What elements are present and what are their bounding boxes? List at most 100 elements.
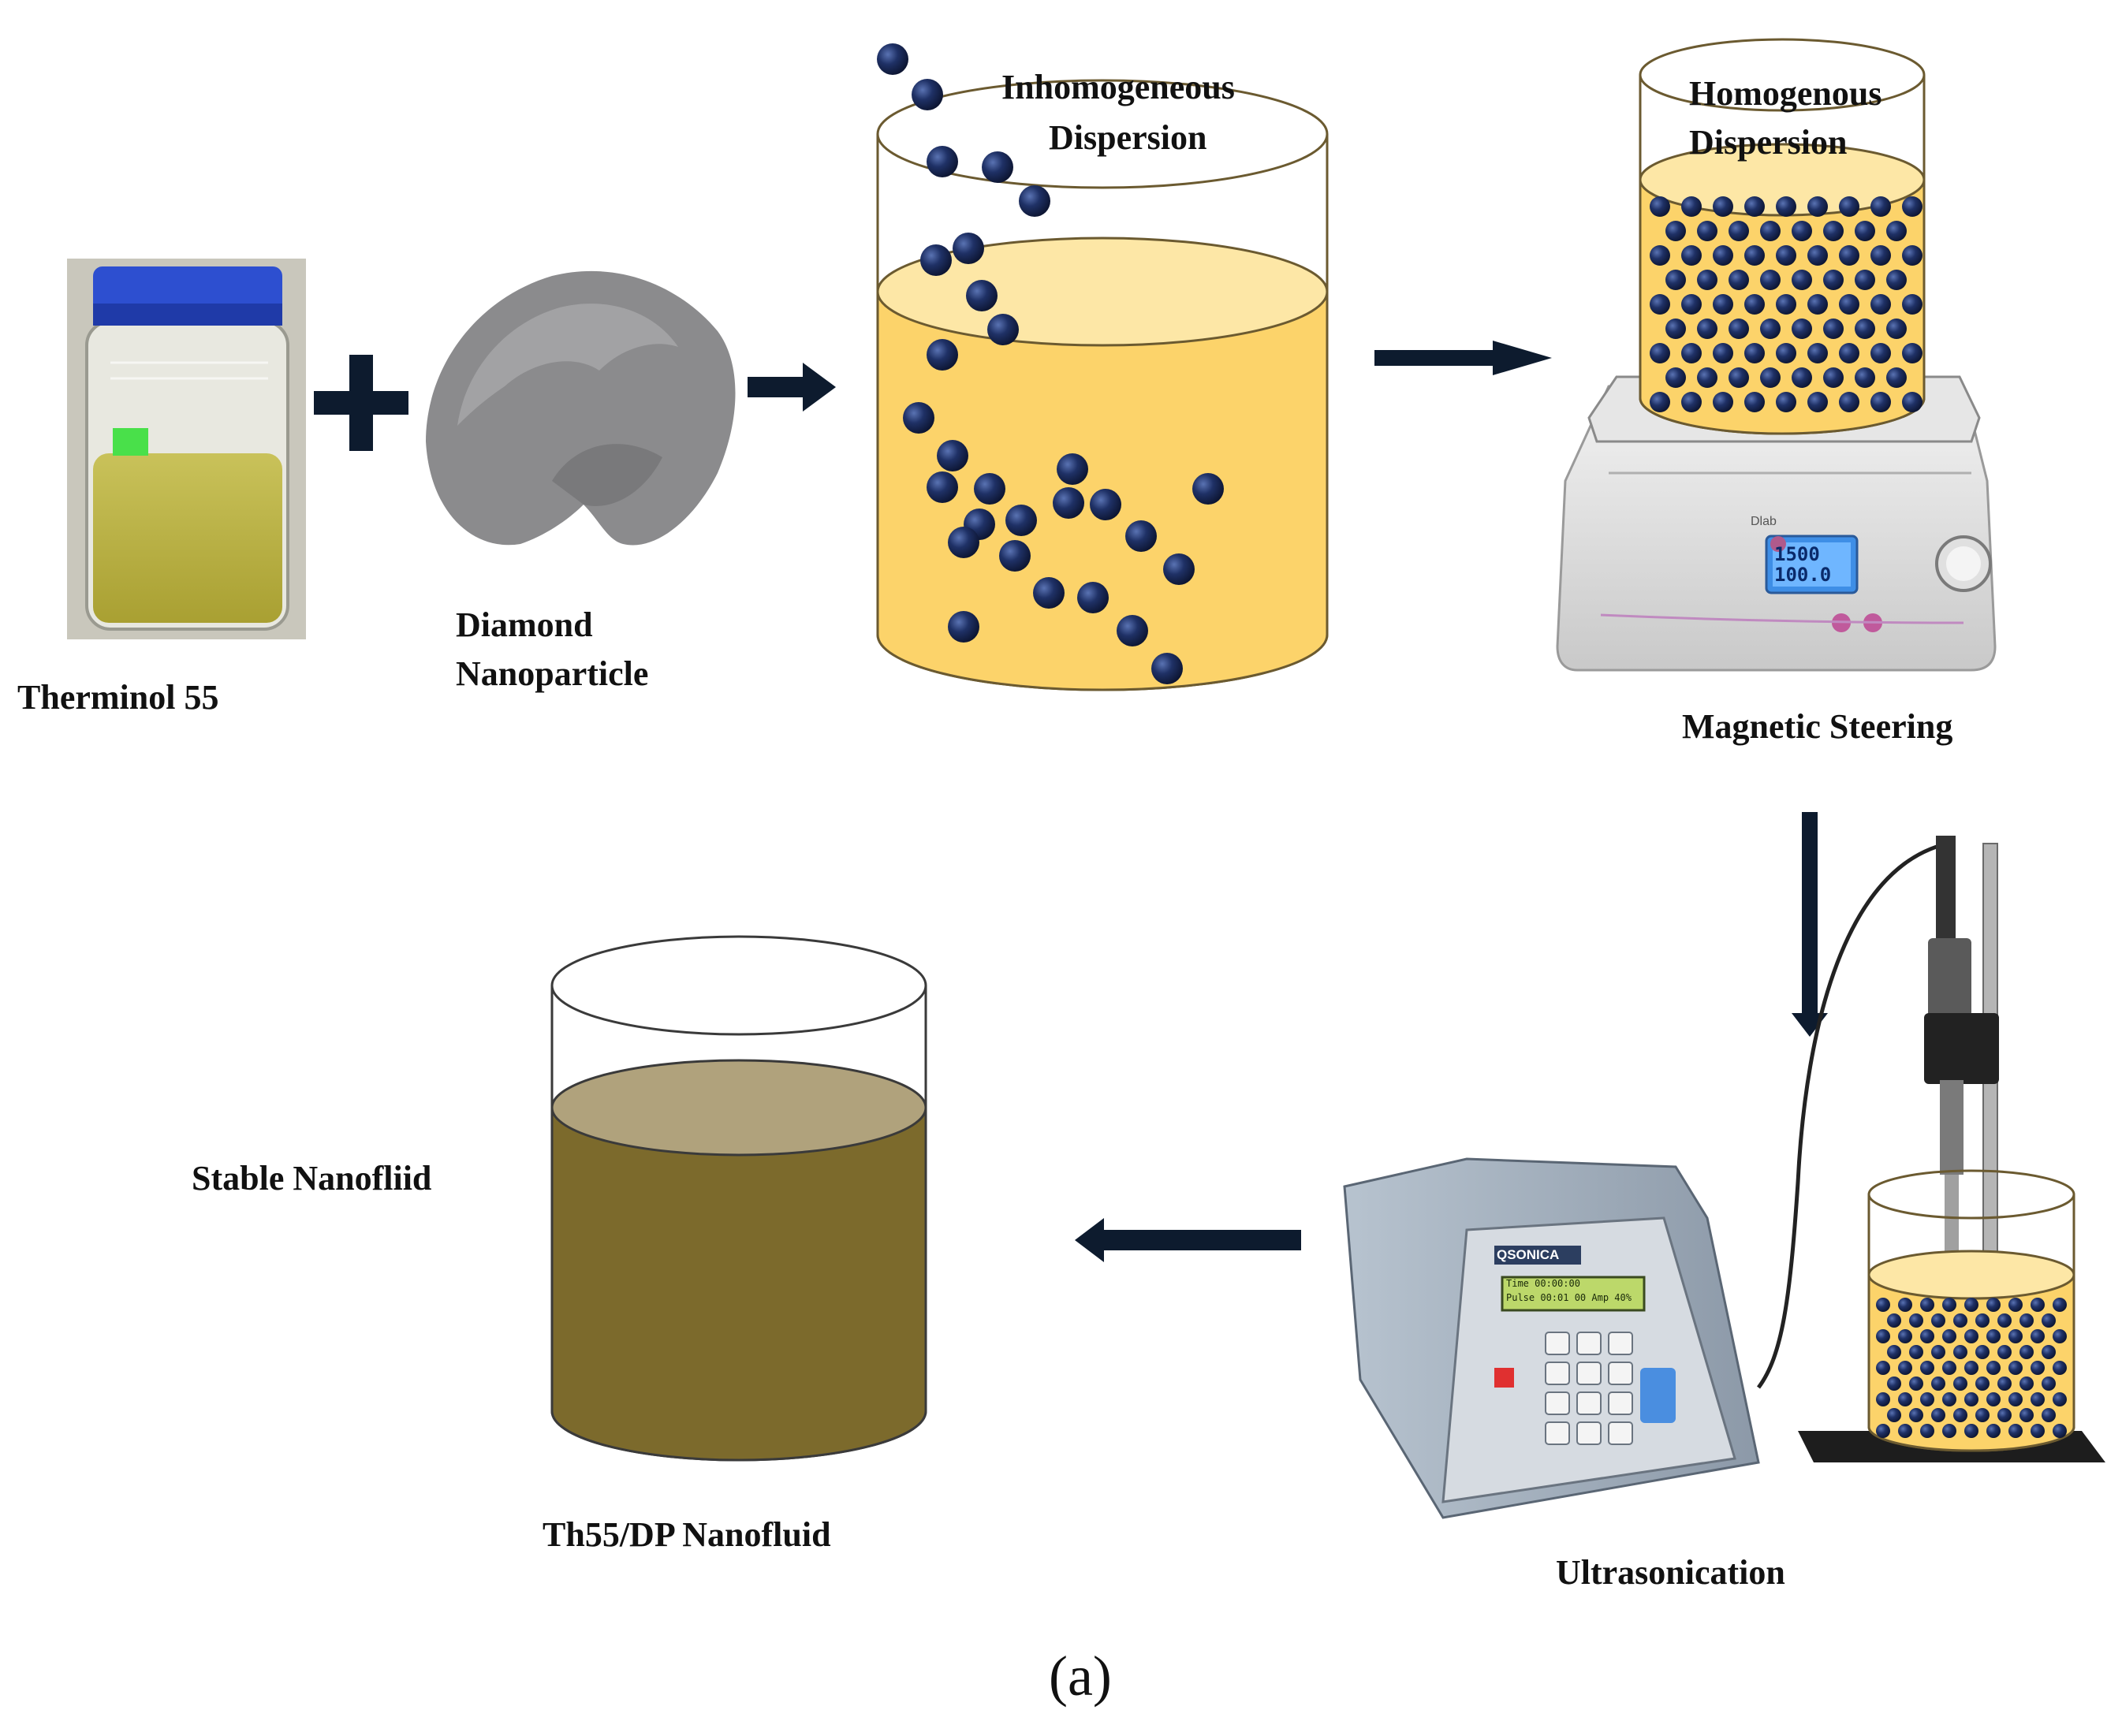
particle	[1870, 245, 1891, 266]
particle	[1090, 489, 1121, 520]
particle	[974, 473, 1005, 505]
particle	[2042, 1345, 2056, 1359]
label-stable-nanofluid: Stable Nanofliid	[192, 1159, 432, 1198]
particle	[1019, 185, 1050, 217]
particle	[1942, 1298, 1956, 1312]
particle	[1997, 1345, 2012, 1359]
sonicator-brand: QSONICA	[1497, 1247, 1560, 1262]
particle	[1823, 319, 1844, 339]
particle	[1920, 1329, 1934, 1343]
keypad-key	[1545, 1362, 1570, 1385]
particle	[1953, 1345, 1967, 1359]
particle	[982, 151, 1013, 183]
arrow-to-nanofluid	[1075, 1218, 1301, 1262]
particle	[927, 471, 958, 503]
particle	[1986, 1361, 2001, 1375]
particle	[1807, 245, 1828, 266]
particle	[1807, 392, 1828, 412]
plus-icon	[314, 355, 408, 451]
particle	[1887, 1408, 1901, 1422]
particle	[903, 402, 934, 434]
particle	[2031, 1329, 2045, 1343]
particle	[1902, 343, 1922, 363]
particle	[1975, 1313, 1990, 1328]
label-diamond-line1: Diamond	[456, 605, 593, 644]
sonicator-screen-line1: Time 00:00:00	[1506, 1278, 1580, 1289]
particle	[1855, 270, 1875, 290]
particle	[1920, 1298, 1934, 1312]
particle	[2053, 1298, 2067, 1312]
arrow-to-inhomogeneous	[748, 363, 836, 412]
particle	[1125, 520, 1157, 552]
particle	[1760, 270, 1781, 290]
label-homogenous-line2: Dispersion	[1689, 123, 1848, 162]
particle	[1823, 270, 1844, 290]
particle	[1898, 1361, 1912, 1375]
particle	[1975, 1408, 1990, 1422]
particle	[1876, 1392, 1890, 1406]
particle	[1920, 1392, 1934, 1406]
magnetic-stirrer	[1556, 375, 1997, 672]
particle	[2053, 1392, 2067, 1406]
particle	[1870, 196, 1891, 217]
particle	[1823, 367, 1844, 388]
particle	[2053, 1329, 2067, 1343]
particle	[1909, 1345, 1923, 1359]
particle	[1887, 1313, 1901, 1328]
label-therminol: Therminol 55	[17, 678, 219, 717]
particle	[1729, 221, 1749, 241]
particle	[2042, 1313, 2056, 1328]
particle	[920, 244, 952, 276]
label-product: Th55/DP Nanofluid	[543, 1515, 831, 1554]
particle	[1776, 343, 1796, 363]
particle	[1713, 343, 1733, 363]
particle	[1650, 245, 1670, 266]
particle	[948, 611, 979, 643]
particle	[1776, 294, 1796, 315]
particle	[927, 146, 958, 177]
particle	[1953, 1377, 1967, 1391]
label-inhomogeneous-line2: Dispersion	[1049, 118, 1207, 157]
particle	[1886, 270, 1907, 290]
particle	[1117, 615, 1148, 646]
particle	[1792, 221, 1812, 241]
particle	[1876, 1361, 1890, 1375]
particle	[1986, 1424, 2001, 1438]
sonicator-screen-line2: Pulse 00:01 00 Amp 40%	[1506, 1292, 1632, 1303]
keypad-key	[1576, 1362, 1602, 1385]
particle	[2031, 1424, 2045, 1438]
particle	[1776, 245, 1796, 266]
particle	[1681, 245, 1702, 266]
particle	[1909, 1313, 1923, 1328]
particle	[1931, 1377, 1945, 1391]
inhomogeneous-beaker	[876, 43, 1329, 691]
converter	[1928, 938, 1971, 1017]
label-magnetic-steering: Magnetic Steering	[1682, 707, 1953, 746]
particle	[1886, 221, 1907, 241]
particle	[927, 339, 958, 371]
diamond-powder-photo	[426, 270, 736, 546]
particle	[1713, 196, 1733, 217]
particle	[2031, 1298, 2045, 1312]
stirrer-display-line1: 1500	[1774, 543, 1820, 565]
particle	[1057, 453, 1088, 485]
particle	[1886, 319, 1907, 339]
particle	[1876, 1298, 1890, 1312]
keypad-key	[1545, 1391, 1570, 1415]
particle	[1681, 294, 1702, 315]
particle	[1697, 319, 1717, 339]
particle	[1053, 487, 1084, 519]
particle	[877, 43, 908, 75]
particle	[1902, 245, 1922, 266]
particle	[1681, 196, 1702, 217]
particle	[1760, 319, 1781, 339]
homogeneous-beaker	[1639, 38, 1926, 435]
particle	[1870, 392, 1891, 412]
particle	[1776, 196, 1796, 217]
particle	[1876, 1329, 1890, 1343]
particle	[1697, 270, 1717, 290]
particle	[1898, 1392, 1912, 1406]
keypad-key	[1608, 1391, 1633, 1415]
particle	[1964, 1329, 1978, 1343]
